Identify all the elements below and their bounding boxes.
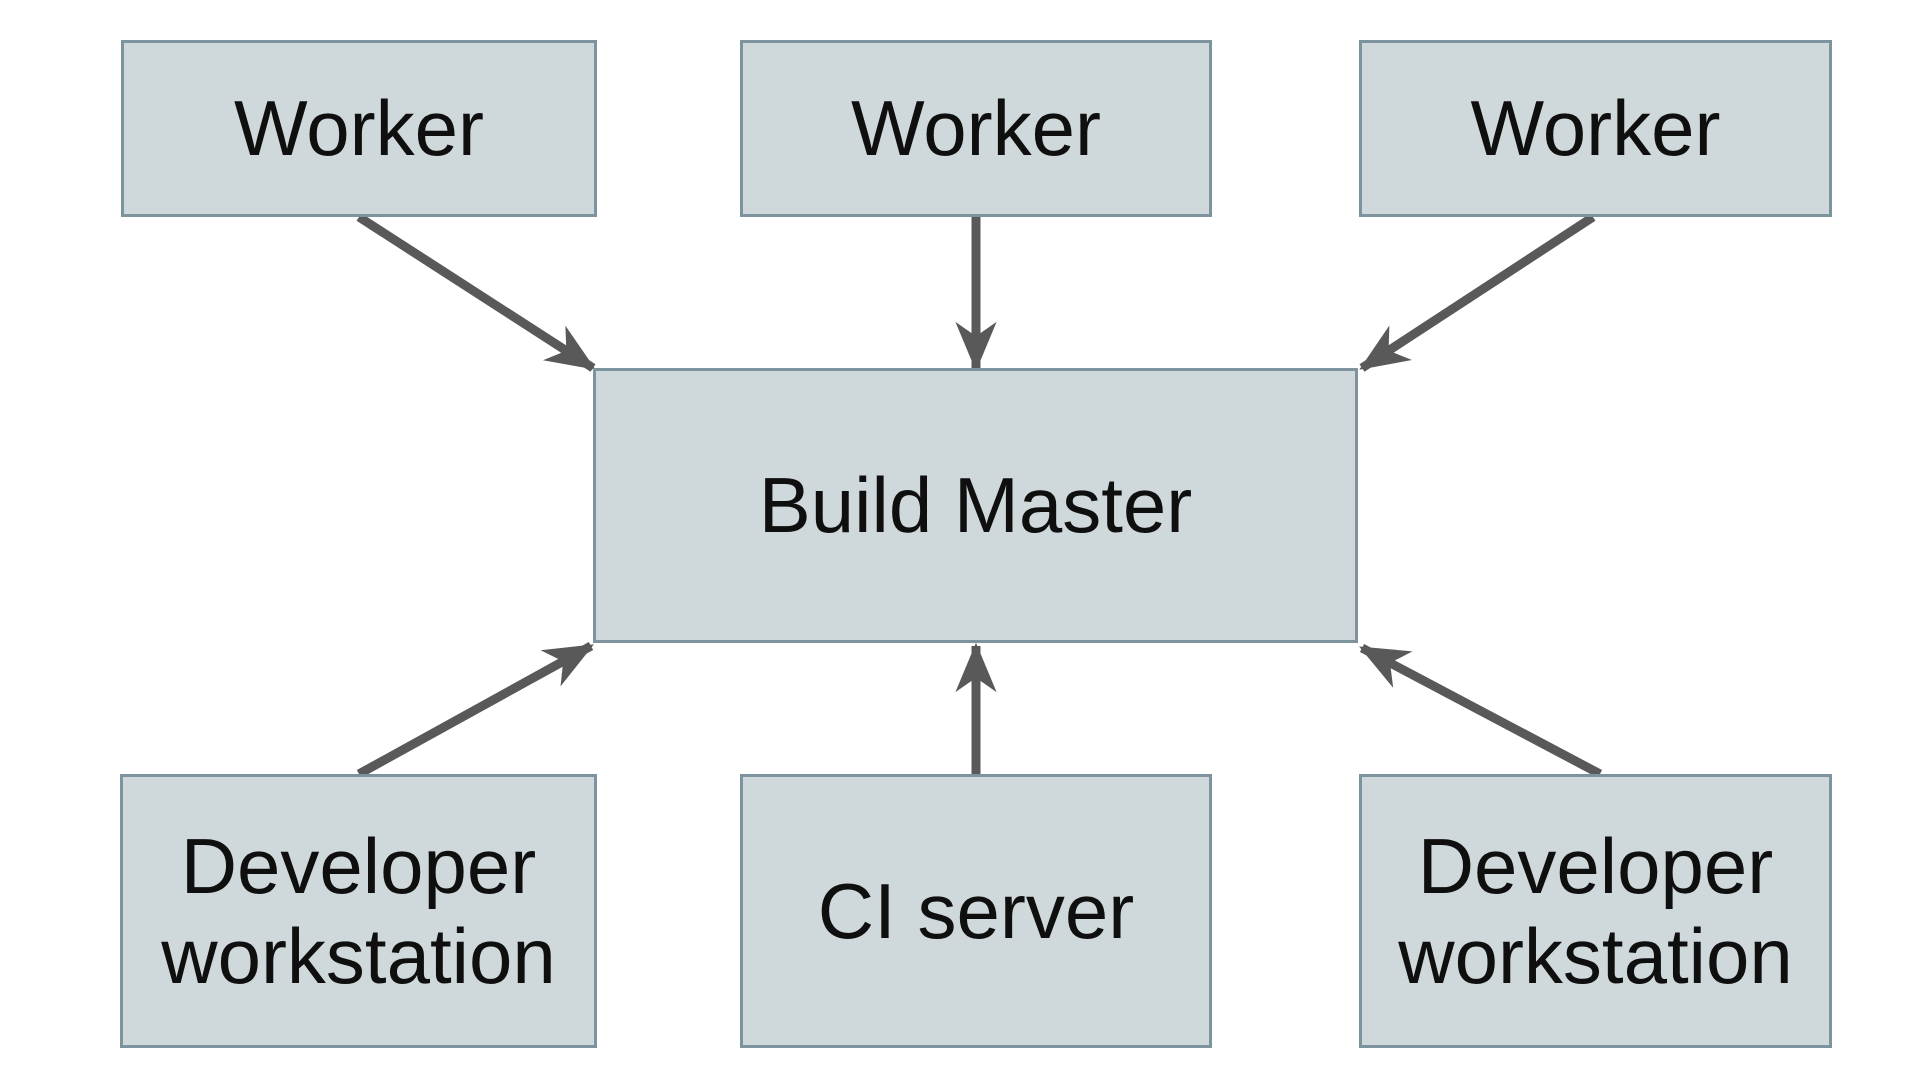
arrow-worker3-to-build-master — [1359, 213, 1596, 372]
node-build-master-label: Build Master — [758, 461, 1193, 550]
arrow-devright-to-build-master — [1359, 644, 1603, 778]
arrow-worker1-to-build-master — [356, 213, 596, 372]
node-developer-workstation-right-label: Developer workstation — [1398, 821, 1793, 1000]
node-worker-3-label: Worker — [1470, 84, 1721, 173]
node-worker-2-label: Worker — [851, 84, 1101, 173]
node-worker-2: Worker — [740, 40, 1212, 217]
arrow-devleft-to-build-master — [356, 642, 594, 778]
node-developer-workstation-left: Developer workstation — [120, 774, 597, 1048]
node-ci-server-label: CI server — [817, 866, 1135, 955]
node-build-master: Build Master — [593, 368, 1358, 643]
node-developer-workstation-right: Developer workstation — [1359, 774, 1832, 1048]
node-worker-1: Worker — [121, 40, 597, 217]
node-ci-server: CI server — [740, 774, 1212, 1048]
node-worker-1-label: Worker — [234, 84, 484, 173]
node-worker-3: Worker — [1359, 40, 1832, 217]
node-developer-workstation-left-label: Developer workstation — [161, 821, 556, 1000]
